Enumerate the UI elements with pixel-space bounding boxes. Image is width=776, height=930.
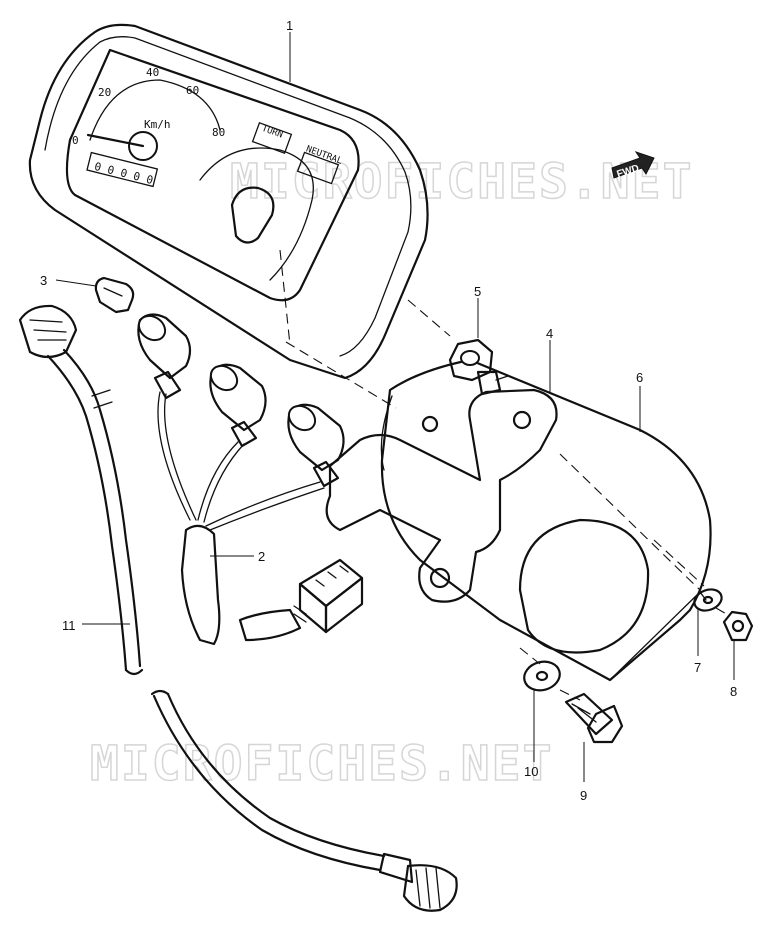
callout-11: 11 bbox=[62, 618, 76, 633]
scale-40: 40 bbox=[146, 66, 159, 79]
callout-6: 6 bbox=[636, 370, 643, 385]
assembly-lines bbox=[279, 249, 731, 701]
washer-10 bbox=[523, 660, 561, 692]
speedometer-cable bbox=[18, 304, 458, 912]
turn-lamp-label: TURN bbox=[260, 124, 284, 141]
callout-10: 10 bbox=[524, 764, 538, 779]
bolt-9 bbox=[564, 692, 624, 744]
callout-2: 2 bbox=[258, 549, 265, 564]
callout-leaders bbox=[55, 32, 735, 782]
odometer-window bbox=[86, 151, 159, 188]
scale-60: 60 bbox=[186, 84, 199, 97]
callout-9: 9 bbox=[580, 788, 587, 803]
callout-8: 8 bbox=[730, 684, 737, 699]
scale-0: 0 bbox=[72, 134, 79, 147]
watermark-top: MICROFICHES.NET bbox=[230, 154, 693, 210]
meter-bracket bbox=[325, 388, 558, 603]
lamp-socket-harness bbox=[137, 313, 364, 646]
unit-label: Km/h bbox=[144, 118, 171, 131]
meter-bulb bbox=[94, 276, 135, 314]
nut-8 bbox=[722, 610, 754, 642]
watermark-bottom: MICROFICHES.NET bbox=[90, 736, 553, 792]
neutral-lamp-window bbox=[296, 151, 340, 185]
callout-4: 4 bbox=[546, 326, 553, 341]
bracket-nut bbox=[448, 338, 509, 396]
washer-7 bbox=[693, 588, 723, 612]
callout-1: 1 bbox=[286, 18, 293, 33]
meter-case-cover bbox=[380, 358, 712, 682]
callout-7: 7 bbox=[694, 660, 701, 675]
callout-3: 3 bbox=[40, 273, 47, 288]
turn-lamp-window bbox=[251, 121, 293, 155]
callout-5: 5 bbox=[474, 284, 481, 299]
scale-20: 20 bbox=[98, 86, 111, 99]
scale-80: 80 bbox=[212, 126, 225, 139]
